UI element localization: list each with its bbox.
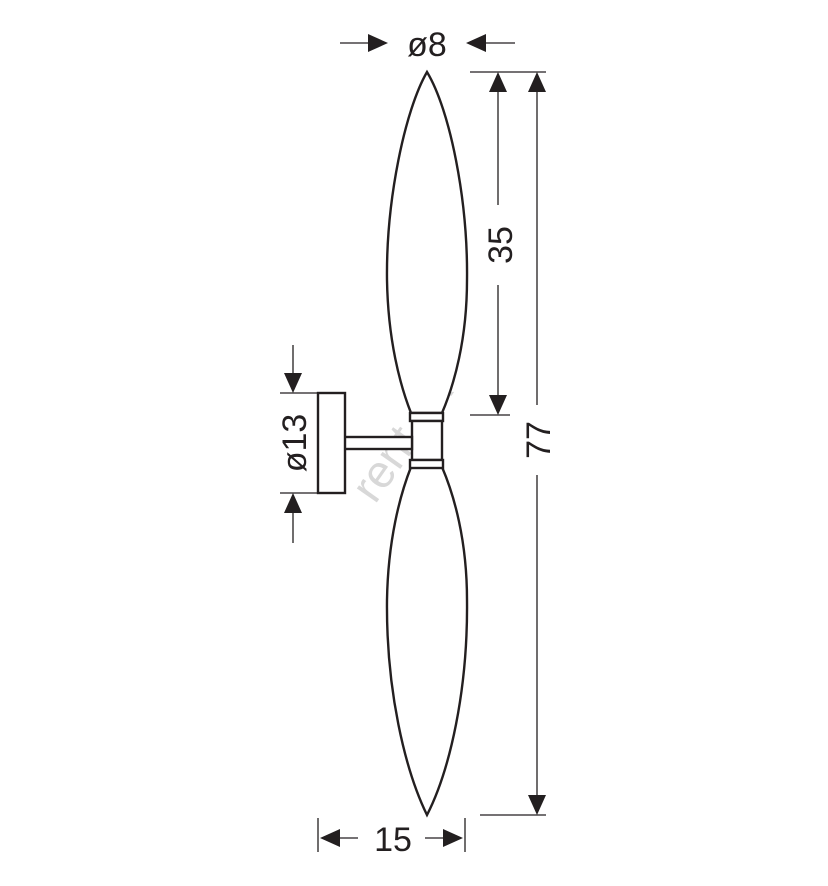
dimension-label: 15 (374, 821, 412, 859)
socket (410, 419, 444, 462)
dimension-top-diameter: ø8 (340, 26, 515, 64)
dimension-plate-diameter: ø13 (276, 345, 318, 543)
dimension-label: 35 (482, 226, 520, 264)
dimension-width: 15 (317, 818, 466, 859)
dimension-label: ø8 (407, 26, 447, 64)
lower-collar (408, 458, 445, 470)
lower-shade (385, 465, 469, 818)
dimension-shade-height: 35 (482, 72, 520, 415)
lamp-drawing (316, 69, 469, 818)
upper-shade (385, 69, 469, 415)
dimension-label: ø13 (276, 414, 314, 473)
dimension-label: 77 (520, 421, 558, 459)
upper-collar (408, 411, 445, 423)
wall-plate (316, 391, 347, 495)
arm (342, 435, 414, 451)
dimension-total-height: 77 (520, 72, 558, 815)
